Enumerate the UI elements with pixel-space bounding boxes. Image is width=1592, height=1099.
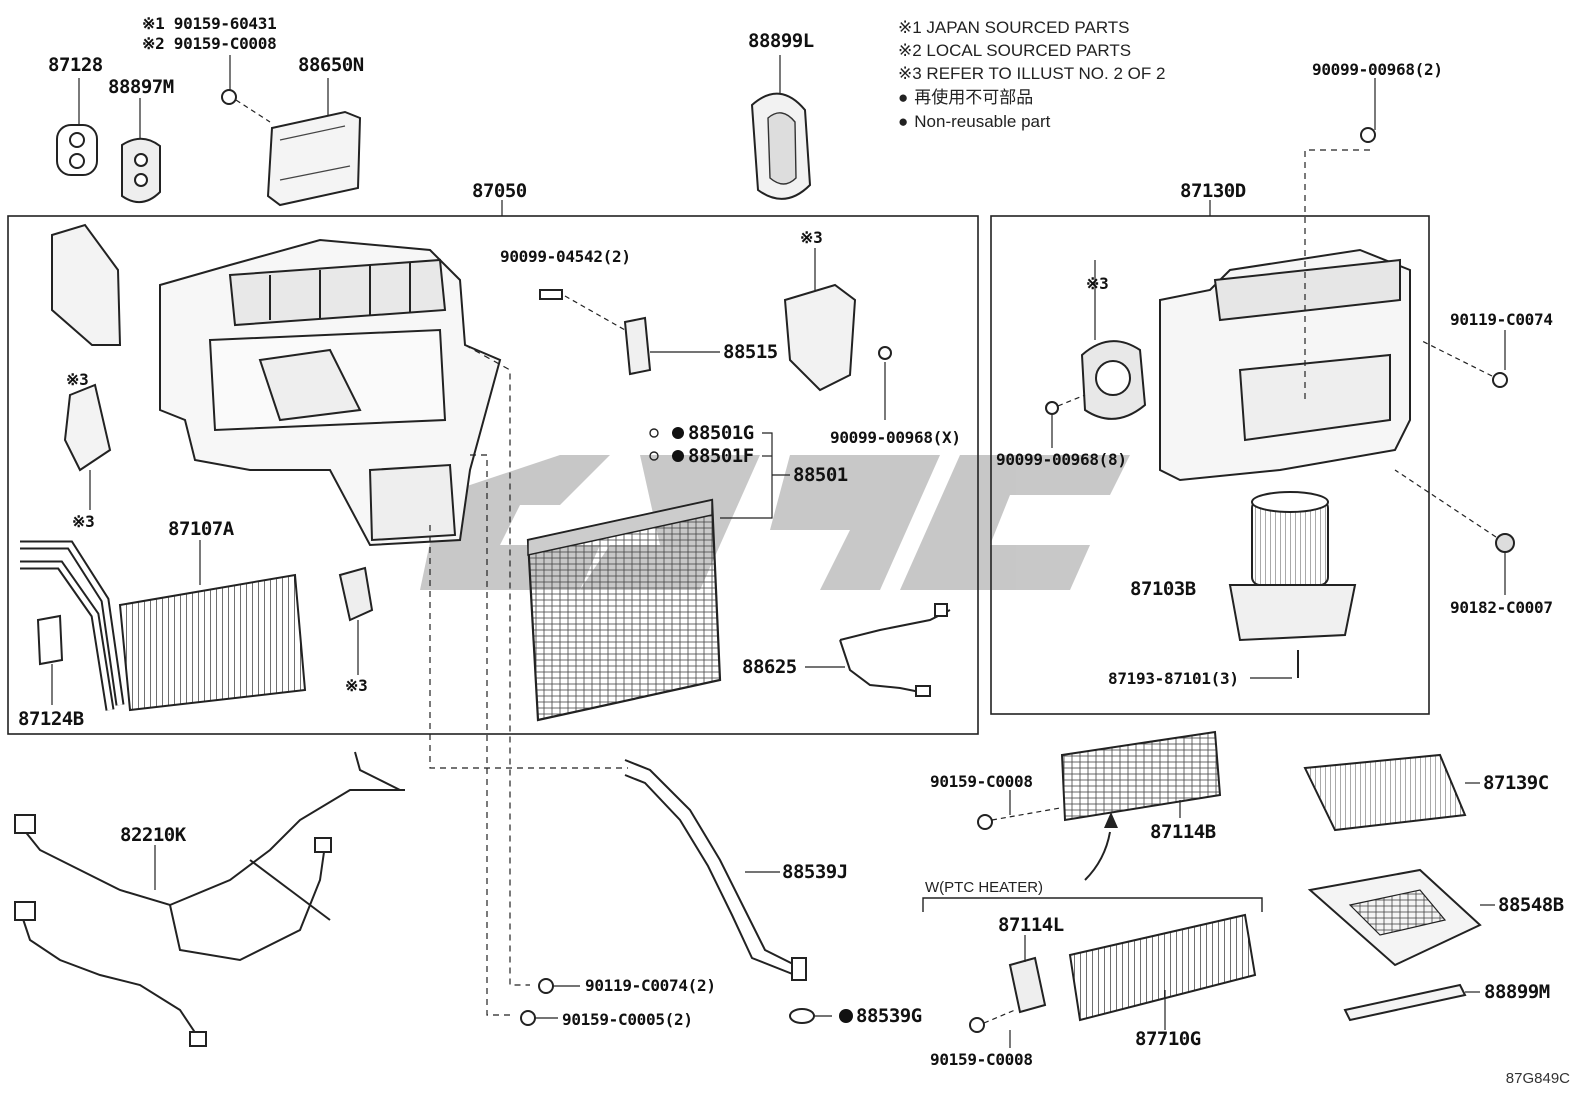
- legend-note-refer-illust: ※3 REFER TO ILLUST NO. 2 OF 2: [898, 64, 1166, 83]
- unit-group-box: [7, 215, 979, 735]
- part-label-87103b[interactable]: 87103B: [1130, 578, 1196, 600]
- part-label-90099-00968-2[interactable]: 90099-00968(2): [1312, 60, 1443, 79]
- part-label-90099-00968-8[interactable]: 90099-00968(8): [996, 450, 1127, 469]
- knob-88899l-drawing: [750, 55, 812, 200]
- part-label-82210k[interactable]: 82210K: [120, 824, 186, 846]
- blower-housing-drawing: [1080, 248, 1411, 482]
- legend-note-local-sourced: ※2 LOCAL SOURCED PARTS: [898, 41, 1132, 60]
- actuators-left-drawing: [51, 223, 122, 510]
- part-label-90119-c0074[interactable]: 90119-C0074: [1450, 310, 1553, 329]
- blower-bolts-drawing: [1045, 78, 1515, 595]
- ref3-label-actuator-left-bottom: ※3: [72, 512, 95, 531]
- cabin-filter-87139c-drawing: [1303, 753, 1480, 832]
- part-label-88897m[interactable]: 88897M: [108, 76, 174, 98]
- part-label-88548b[interactable]: 88548B: [1498, 894, 1564, 916]
- assembly-lines-main: [429, 344, 628, 1016]
- tray-88548b-drawing: [1307, 868, 1495, 967]
- part-label-87139c[interactable]: 87139C: [1483, 772, 1549, 794]
- part-label-88625[interactable]: 88625: [742, 656, 797, 678]
- part-label-88501g[interactable]: 88501G: [688, 422, 754, 444]
- part-label-90159-c0008-b[interactable]: 90159-C0008: [930, 1050, 1033, 1069]
- illustration-code: 87G849C: [1505, 1070, 1570, 1087]
- module-88650n-drawing: [221, 55, 362, 207]
- part-label-90159-c0008-a[interactable]: 90159-C0008: [930, 772, 1033, 791]
- part-label-88899m[interactable]: 88899M: [1484, 981, 1550, 1003]
- actuator-center-drawing: [338, 566, 374, 675]
- part-label-88501[interactable]: 88501: [793, 464, 848, 486]
- part-label-87193-87101[interactable]: 87193-87101(3): [1108, 669, 1239, 688]
- part-label-90182-c0007[interactable]: 90182-C0007: [1450, 598, 1553, 617]
- legend-note-japan-sourced: ※1 JAPAN SOURCED PARTS: [898, 18, 1130, 37]
- bolts-bottom-center-drawing: [520, 978, 853, 1026]
- filter-87114b-drawing: [977, 730, 1222, 881]
- part-label-90119-c0074-2[interactable]: 90119-C0074(2): [585, 976, 716, 995]
- group-label-87130d[interactable]: 87130D: [1180, 180, 1246, 202]
- part-label-88539j[interactable]: 88539J: [782, 861, 848, 883]
- ref3-label-actuator-left-top: ※3: [66, 370, 89, 389]
- part-label-88899l[interactable]: 88899L: [748, 30, 814, 52]
- ref3-label-actuator-center: ※3: [345, 676, 368, 695]
- part-label-90099-00968x[interactable]: 90099-00968(X): [830, 428, 961, 447]
- group-label-87050[interactable]: 87050: [472, 180, 527, 202]
- legend-nonreusable-en: Non-reusable part: [898, 113, 1050, 130]
- heater-core-87107a-drawing: [20, 540, 307, 712]
- grommet-87128-drawing: [56, 78, 98, 176]
- strip-88899m-drawing: [1343, 983, 1480, 1022]
- group-label-ptc-heater: W(PTC HEATER): [925, 879, 1044, 896]
- part-label-88539g[interactable]: 88539G: [856, 1005, 922, 1027]
- evaporator-88501-drawing: [526, 427, 790, 722]
- part-label-87128[interactable]: 87128: [48, 54, 103, 76]
- actuator-ref3-drawing: [783, 248, 892, 420]
- part-label-90159-60431[interactable]: ※1 90159-60431: [142, 14, 277, 33]
- valve-88515-drawing: [539, 289, 720, 376]
- blower-motor-87103b-drawing: [1228, 491, 1357, 679]
- part-label-87114l[interactable]: 87114L: [998, 914, 1064, 936]
- hvac-housing-drawing: [159, 238, 502, 547]
- ref3-label-actuator-top: ※3: [800, 228, 823, 247]
- part-label-90099-04542[interactable]: 90099-04542(2): [500, 247, 631, 266]
- ptc-heater-bracket: [922, 897, 1263, 912]
- sensor-88625-drawing: [805, 603, 951, 697]
- part-label-87710g[interactable]: 87710G: [1135, 1028, 1201, 1050]
- ref3-label-blower: ※3: [1086, 274, 1109, 293]
- harness-82210k-drawing: [14, 751, 405, 1047]
- part-label-87107a[interactable]: 87107A: [168, 518, 234, 540]
- legend-nonreusable-jp: 再使用不可部品: [898, 89, 1033, 106]
- part-label-88650n[interactable]: 88650N: [298, 54, 364, 76]
- part-label-90159-c0008-top[interactable]: ※2 90159-C0008: [142, 34, 277, 53]
- part-label-87124b[interactable]: 87124B: [18, 708, 84, 730]
- hose-88539j-drawing: [624, 759, 807, 981]
- part-label-87114b[interactable]: 87114B: [1150, 821, 1216, 843]
- grommet-88897m-drawing: [121, 98, 161, 203]
- part-label-90159-c0005[interactable]: 90159-C0005(2): [562, 1010, 693, 1029]
- part-label-88501f[interactable]: 88501F: [688, 445, 754, 467]
- ptc-heater-87710g-drawing: [969, 913, 1257, 1048]
- part-label-88515[interactable]: 88515: [723, 341, 778, 363]
- clip-87124b-drawing: [36, 614, 64, 705]
